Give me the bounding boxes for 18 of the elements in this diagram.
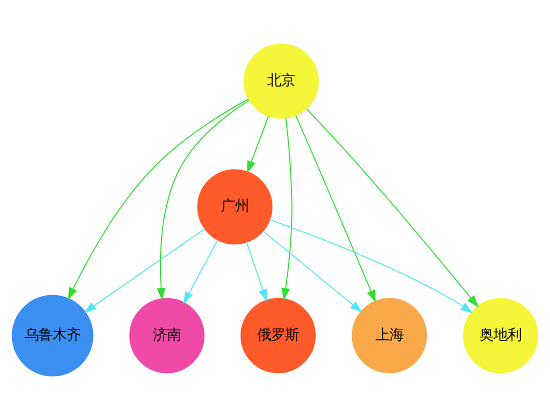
arrow [270, 219, 473, 314]
arrow [183, 240, 218, 304]
node-circle: 济南 [129, 298, 204, 374]
arrow [281, 118, 292, 301]
node-circle: 广州 [197, 169, 272, 244]
arrow [262, 230, 362, 313]
node-circle: 俄罗斯 [240, 298, 316, 374]
arrow [156, 100, 250, 300]
arrow [68, 98, 249, 300]
arrow [306, 108, 479, 308]
node-circle: 北京 [244, 44, 319, 119]
arrow [295, 115, 376, 303]
arrow [246, 242, 267, 302]
node-circle: 上海 [352, 298, 427, 374]
arrow [84, 228, 206, 313]
arrow [247, 116, 269, 174]
node-circle: 奥地利 [463, 298, 538, 374]
node-circle: 乌鲁木齐 [12, 294, 94, 376]
